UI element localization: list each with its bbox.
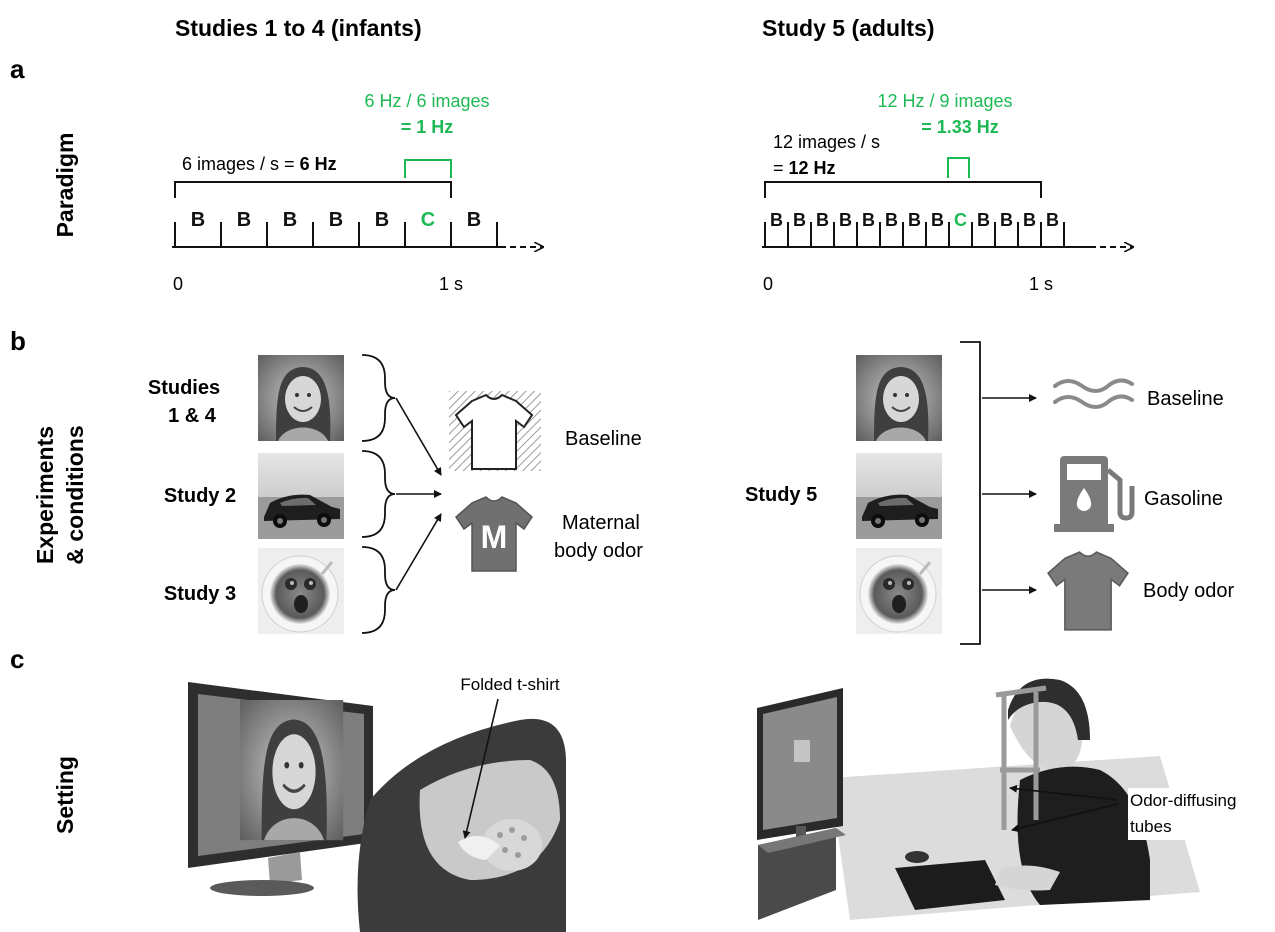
monitor-face-thumbnail bbox=[794, 740, 810, 762]
adult-seq-base-letter: B bbox=[1000, 210, 1013, 230]
paradigm-adults: 12 Hz / 9 images = 1.33 Hz 12 images / s… bbox=[762, 91, 1133, 294]
monitor-box-top bbox=[758, 828, 846, 853]
setting-adults: Odor-diffusing tubes bbox=[757, 678, 1268, 920]
infant-seq-base-letter: B bbox=[237, 209, 251, 231]
tubes-label-bg bbox=[1128, 788, 1268, 840]
keyboard bbox=[895, 860, 1005, 910]
tubes-label-line2: tubes bbox=[1130, 817, 1172, 836]
adult-seq-base-letter: B bbox=[816, 210, 829, 230]
folded-tshirt-label: Folded t-shirt bbox=[460, 675, 559, 694]
tubes-label-line1: Odor-diffusing bbox=[1130, 791, 1236, 810]
adult-seq-base-letter: B bbox=[862, 210, 875, 230]
row-label-setting: Setting bbox=[52, 756, 78, 834]
study-label-1-4-line1: Studies bbox=[148, 377, 220, 399]
monitor-box bbox=[758, 828, 836, 920]
adult-seq-base-letter: B bbox=[1023, 210, 1036, 230]
panel-label-c: c bbox=[10, 644, 24, 674]
air-waves-icon bbox=[1053, 378, 1134, 409]
folded-tshirt-pointer bbox=[462, 698, 499, 839]
header-adults: Study 5 (adults) bbox=[762, 15, 935, 41]
infant-seq-base-letter: B bbox=[329, 209, 343, 231]
monitor-face-image-infants bbox=[238, 698, 345, 842]
paradigm-infants: 6 Hz / 6 images = 1 Hz 6 images / s = 6 … bbox=[172, 91, 543, 294]
arrow-study-3 bbox=[395, 513, 442, 591]
adult-seq-base-letter: B bbox=[839, 210, 852, 230]
monitor-stand-adults bbox=[796, 826, 806, 840]
one-second-bracket bbox=[174, 181, 452, 198]
header-infants: Studies 1 to 4 (infants) bbox=[175, 15, 422, 41]
monitor-stand-infants bbox=[268, 852, 302, 884]
green-bracket bbox=[404, 159, 452, 178]
bracket-study-5 bbox=[960, 341, 981, 645]
green-rate-result: = 1 Hz bbox=[401, 117, 454, 137]
experiments-adults: Study 5 Baseline Gasoline Body odor bbox=[745, 341, 1235, 645]
adult-seq-base-letter: B bbox=[977, 210, 990, 230]
condition-baseline-adults: Baseline bbox=[1147, 388, 1224, 410]
panel-label-b: b bbox=[10, 326, 26, 356]
condition-body-odor: Body odor bbox=[1143, 580, 1235, 602]
study-label-5: Study 5 bbox=[745, 484, 817, 506]
infant-seq-base-letter: B bbox=[191, 209, 205, 231]
infant-seq-base-letter: B bbox=[467, 209, 481, 231]
tube-pointer-lower bbox=[1011, 803, 1119, 833]
face-image bbox=[257, 354, 345, 442]
green-rate-result-adults: = 1.33 Hz bbox=[921, 117, 999, 137]
one-second-bracket-adults bbox=[764, 181, 1042, 198]
axis-start-label-adults: 0 bbox=[763, 274, 773, 294]
adult-seq-base-letter: B bbox=[770, 210, 783, 230]
base-rate-label: 6 images / s = 6 Hz bbox=[182, 154, 337, 174]
axis-end-label: 1 s bbox=[439, 274, 463, 294]
brace-study-2 bbox=[361, 450, 396, 538]
coffee-cup-image-adults bbox=[854, 546, 944, 636]
folded-tshirt-label-bg bbox=[440, 671, 580, 697]
brace-study-3 bbox=[361, 546, 396, 634]
green-rate-label-adults: 12 Hz / 9 images bbox=[877, 91, 1012, 111]
experiments-infants: Studies 1 & 4 Study 2 Study 3 Baseline M… bbox=[148, 354, 643, 636]
arrow-study-1-4 bbox=[395, 397, 442, 476]
brace-studies-1-4 bbox=[361, 354, 396, 442]
base-rate-label-adults: 12 images / s bbox=[773, 132, 880, 152]
row-label-experiments: Experiments bbox=[32, 426, 58, 564]
adult-seq-base-letter: B bbox=[885, 210, 898, 230]
adult-seq-base-letter: B bbox=[908, 210, 921, 230]
infant-seq-category-letter: C bbox=[421, 209, 435, 231]
monitor-screen-adults bbox=[763, 697, 837, 830]
green-bracket-adults bbox=[947, 157, 970, 178]
infant-seq-base-letter: B bbox=[283, 209, 297, 231]
condition-maternal-line2: body odor bbox=[554, 540, 643, 562]
infant-car-seat bbox=[357, 718, 566, 932]
maternal-shirt-letter: M bbox=[481, 519, 508, 555]
condition-baseline: Baseline bbox=[565, 428, 642, 450]
participant bbox=[995, 678, 1150, 905]
adult-seq-base-letter: B bbox=[931, 210, 944, 230]
row-label-conditions: & conditions bbox=[62, 425, 88, 564]
adult-seq-base-letter: B bbox=[793, 210, 806, 230]
axis-end-label-adults: 1 s bbox=[1029, 274, 1053, 294]
chin-rest-frame bbox=[995, 685, 1047, 830]
body-odor-tshirt-icon bbox=[1047, 551, 1129, 631]
study-label-1-4-line2: 1 & 4 bbox=[168, 405, 217, 427]
face-image-adults bbox=[855, 354, 943, 442]
green-rate-label: 6 Hz / 6 images bbox=[364, 91, 489, 111]
monitor-base-infants bbox=[210, 880, 314, 896]
response-button bbox=[905, 851, 929, 863]
axis-start-label: 0 bbox=[173, 274, 183, 294]
condition-maternal-line1: Maternal bbox=[562, 512, 640, 534]
adult-seq-category-letter: C bbox=[954, 210, 967, 230]
condition-gasoline: Gasoline bbox=[1144, 488, 1223, 510]
panel-label-a: a bbox=[10, 54, 25, 84]
tube-pointer-upper bbox=[1009, 784, 1119, 801]
adult-seq-base-letter: B bbox=[1046, 210, 1059, 230]
car-image bbox=[258, 453, 344, 539]
study-label-3: Study 3 bbox=[164, 583, 236, 605]
row-label-paradigm: Paradigm bbox=[52, 133, 78, 238]
setting-infants: Folded t-shirt bbox=[188, 671, 580, 932]
base-rate-result-adults: = 12 Hz bbox=[773, 158, 836, 178]
car-image-adults bbox=[856, 453, 942, 539]
study-label-2: Study 2 bbox=[164, 485, 236, 507]
fuel-pump-icon bbox=[1054, 456, 1135, 532]
coffee-cup-image bbox=[256, 546, 346, 636]
infant-seq-base-letter: B bbox=[375, 209, 389, 231]
